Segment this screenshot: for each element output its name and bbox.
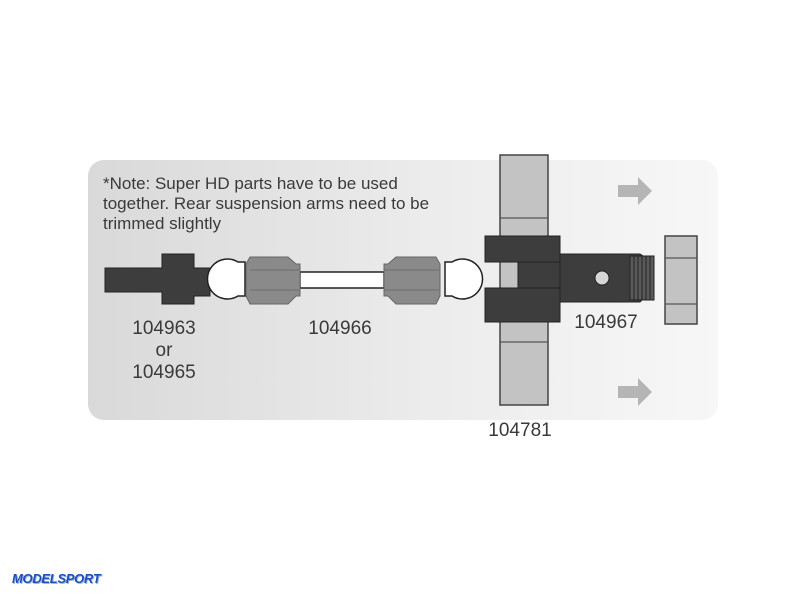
modelsport-logo: MODELSPORT <box>12 571 101 586</box>
note-line: *Note: Super HD parts have to be used <box>103 174 398 193</box>
nut-part <box>664 235 698 325</box>
note-line: trimmed slightly <box>103 214 222 233</box>
or-label: or <box>155 340 173 361</box>
part-label-104965: 104965 <box>132 362 196 383</box>
part-label-104781: 104781 <box>488 420 552 441</box>
assembly-note: *Note: Super HD parts have to be used to… <box>103 174 433 234</box>
part-label-104967: 104967 <box>574 312 638 333</box>
dogbone-part-104966 <box>206 256 484 305</box>
right-arrow-icon <box>618 177 652 205</box>
label-104963-group: 104963 or 104965 <box>124 318 204 384</box>
part-label-104966: 104966 <box>308 318 372 339</box>
cup-part-104963 <box>104 253 211 305</box>
axle-part-104967 <box>484 235 655 323</box>
note-line: together. Rear suspension arms need to b… <box>103 194 430 213</box>
right-arrow-icon <box>618 378 652 406</box>
part-label-104963: 104963 <box>132 318 196 339</box>
